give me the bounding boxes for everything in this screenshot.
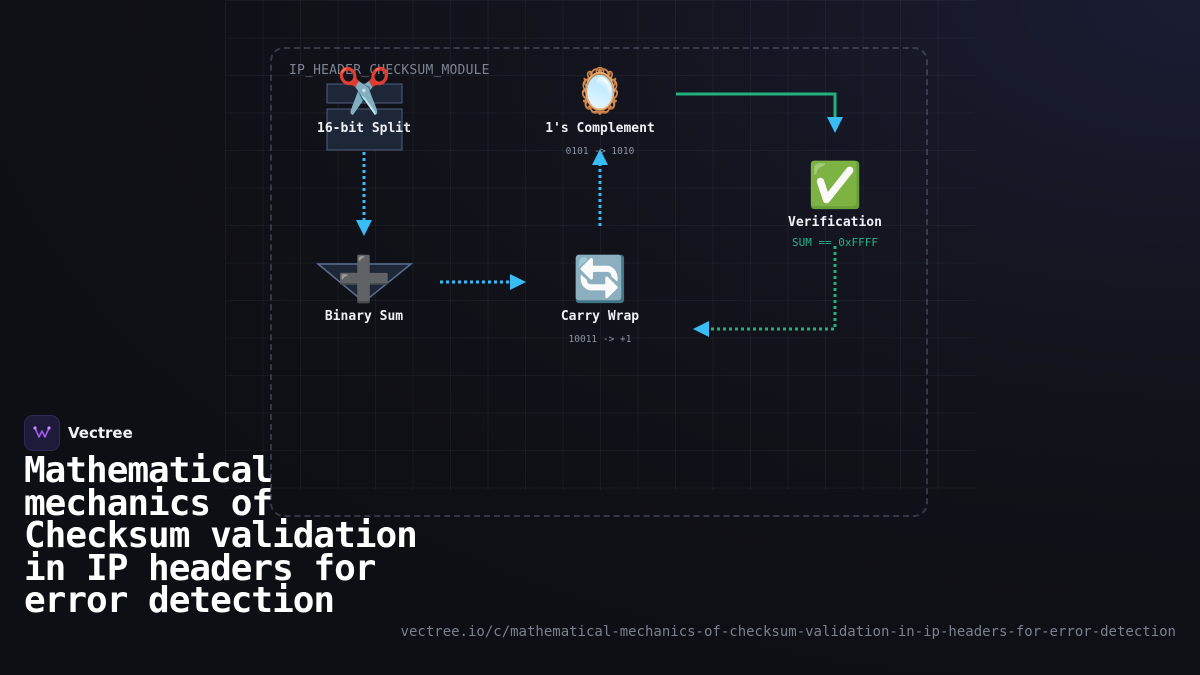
- check-mark-icon: ✅: [807, 160, 863, 211]
- plus-icon: ➕: [336, 254, 392, 305]
- node-ones-complement[interactable]: 🪞 1's Complement 0101 -> 1010: [520, 66, 680, 158]
- node-carry-wrap[interactable]: 🔄 Carry Wrap 10011 -> +1: [520, 254, 680, 346]
- split-bar-bottom: [326, 108, 403, 151]
- node-title: Binary Sum: [324, 309, 404, 324]
- connector-verification-to-carry: [708, 246, 837, 331]
- vectree-logo-icon: [24, 415, 60, 451]
- node-title: Carry Wrap: [560, 309, 640, 324]
- arrowhead-carry-to-complement: [592, 149, 608, 165]
- arrowhead-sum-to-carry: [510, 274, 526, 290]
- background-grid: [225, 0, 975, 490]
- cycle-arrows-icon: 🔄: [572, 254, 628, 305]
- node-binary-sum[interactable]: ➕ Binary Sum: [284, 254, 444, 325]
- brand-name: Vectree: [68, 424, 133, 442]
- arrowhead-complement-to-verification: [827, 117, 843, 133]
- node-subtitle: 0101 -> 1010: [565, 146, 635, 157]
- module-label: IP_HEADER_CHECKSUM_MODULE: [289, 63, 490, 78]
- node-title: 1's Complement: [545, 121, 655, 136]
- arrowhead-verification-to-carry: [693, 321, 709, 337]
- split-bar-top: [326, 83, 403, 104]
- connector-complement-to-verification: [676, 92, 837, 118]
- node-verification[interactable]: ✅ Verification SUM == 0xFFFF: [755, 160, 915, 250]
- scissors-icon: ✂️: [336, 66, 392, 117]
- node-16bit-split[interactable]: ✂️ 16-bit Split: [284, 66, 444, 137]
- node-title: Verification: [788, 215, 882, 230]
- sum-triangle-shape: [315, 263, 414, 303]
- module-container: [270, 47, 928, 517]
- arrowhead-split-to-sum: [356, 220, 372, 236]
- node-subtitle: 10011 -> +1: [568, 334, 632, 345]
- page-title: Mathematical mechanics of Checksum valid…: [24, 450, 418, 621]
- node-title: 16-bit Split: [317, 121, 411, 136]
- brand[interactable]: Vectree: [24, 415, 133, 451]
- mirror-icon: 🪞: [572, 66, 628, 117]
- article-url[interactable]: vectree.io/c/mathematical-mechanics-of-c…: [400, 624, 1176, 640]
- node-subtitle: SUM == 0xFFFF: [791, 236, 879, 249]
